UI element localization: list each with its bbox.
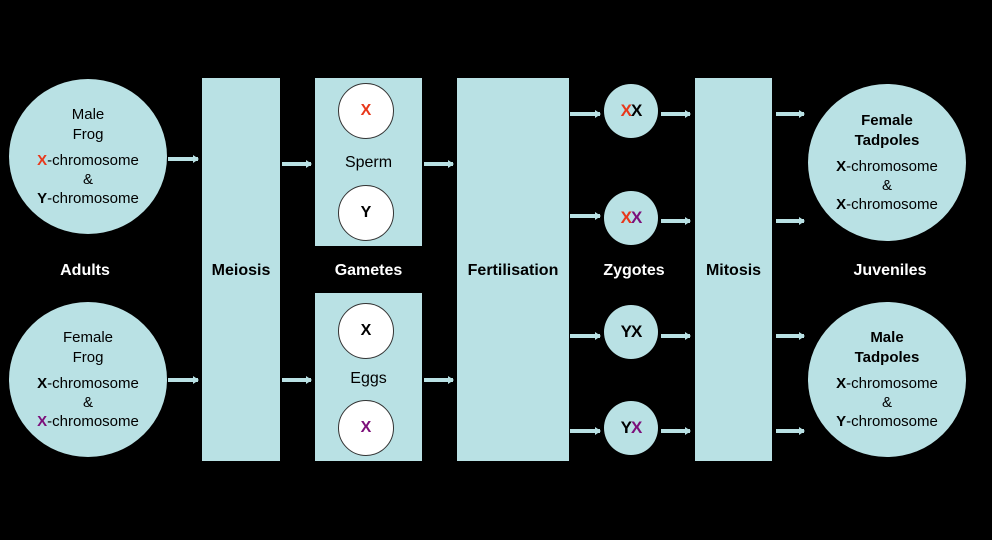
fertilisation-bar [457,78,569,461]
male-frog-and: & [82,171,93,188]
sperm-label: Sperm [344,154,393,171]
male-tadpoles-circle: Male Tadpoles X-chromosome & Y-chromosom… [808,302,966,457]
male-frog-chrom1: X-chromosome [37,152,139,169]
zygotes-label: Zygotes [603,262,665,279]
female-tadpoles-circle: Female Tadpoles X-chromosome & X-chromos… [808,84,966,241]
adults-label: Adults [60,262,110,279]
juveniles-label: Juveniles [853,262,927,279]
mitosis-label: Mitosis [705,262,762,279]
fertilisation-label: Fertilisation [467,262,559,279]
male-frog-title: Male Frog [71,106,105,143]
gametes-label: Gametes [334,262,403,279]
egg-x-circle-2: X [338,400,394,456]
meiosis-bar [202,78,280,461]
female-frog-chrom2: X-chromosome [37,413,139,430]
female-tadpoles-and: & [881,177,892,194]
sperm-x-circle: X [338,83,394,139]
female-frog-chrom1: X-chromosome [37,375,139,392]
male-tadpoles-title: Male Tadpoles [854,329,920,366]
male-frog-chrom2: Y-chromosome [37,190,139,207]
female-frog-title: Female Frog [62,329,114,366]
female-frog-and: & [82,394,93,411]
female-tadpoles-chrom2: X-chromosome [836,196,938,213]
male-tadpoles-chrom1: X-chromosome [836,375,938,392]
female-tadpoles-chrom1: X-chromosome [836,158,938,175]
male-tadpoles-chrom2: Y-chromosome [836,413,938,430]
female-tadpoles-title: Female Tadpoles [854,112,920,149]
meiosis-label: Meiosis [211,262,271,279]
egg-x-circle-1: X [338,303,394,359]
mitosis-bar [695,78,772,461]
male-frog-circle: Male Frog X-chromosome & Y-chromosome [9,79,167,234]
male-tadpoles-and: & [881,394,892,411]
eggs-label: Eggs [350,370,387,387]
female-frog-circle: Female Frog X-chromosome & X-chromosome [9,302,167,457]
sperm-y-circle: Y [338,185,394,241]
